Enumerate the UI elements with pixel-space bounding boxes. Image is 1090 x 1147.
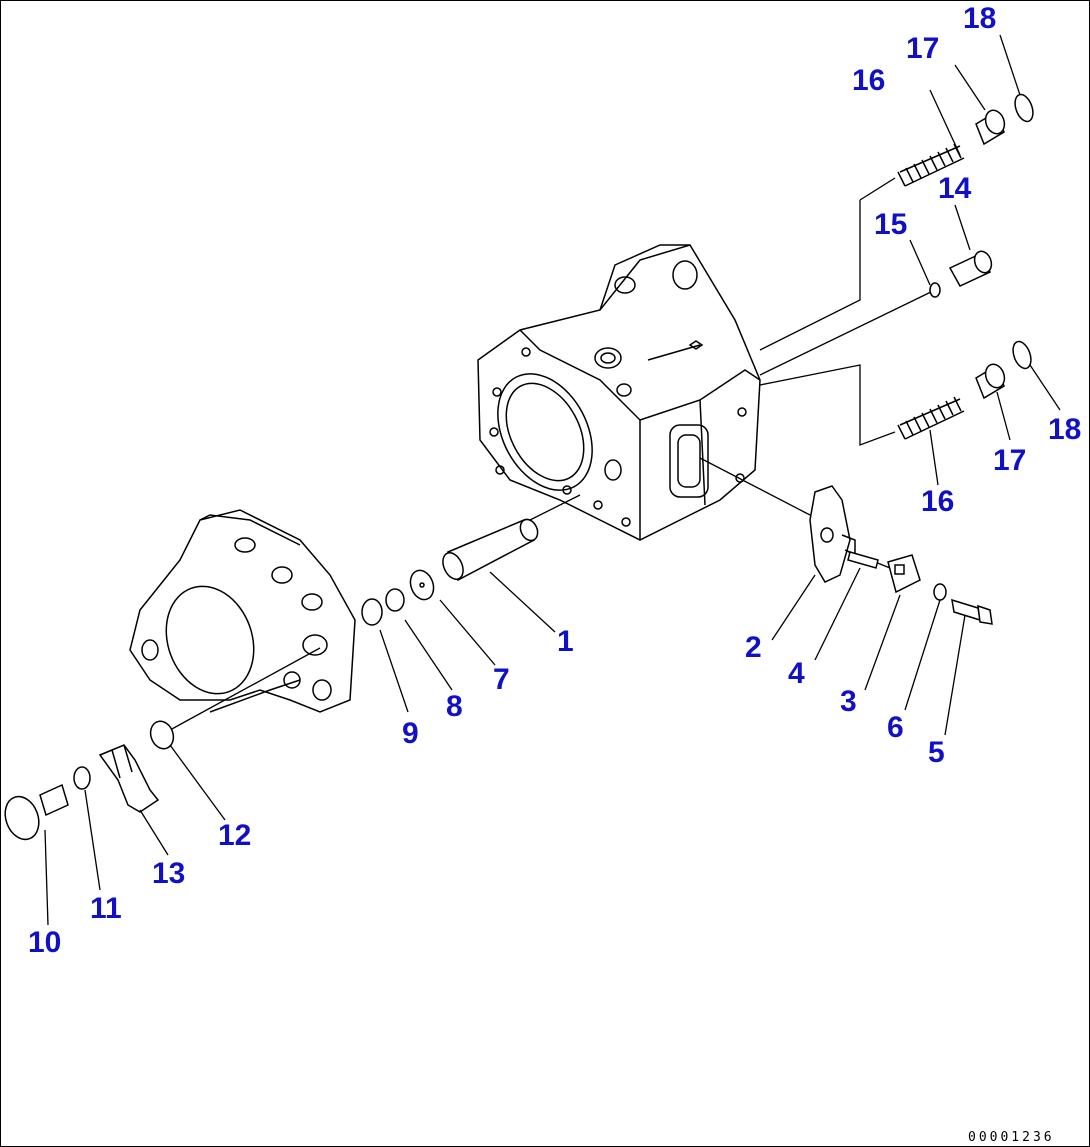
callout-10: 10 <box>28 926 61 959</box>
callout-16-upper: 16 <box>852 64 885 97</box>
callout-4: 4 <box>788 657 805 690</box>
shim-13 <box>98 744 160 813</box>
callout-3: 3 <box>840 685 857 718</box>
plug-10 <box>4 783 69 841</box>
callout-16-lower: 16 <box>921 485 954 518</box>
callout-2: 2 <box>745 631 762 664</box>
washer-6 <box>933 583 947 601</box>
bolt-5 <box>951 598 993 625</box>
assembly-guide-lines <box>169 177 936 731</box>
ball-15 <box>929 282 941 298</box>
spring-16-upper <box>897 143 965 187</box>
callout-15: 15 <box>874 208 907 241</box>
callout-labels: 1 2 3 4 5 6 7 8 9 10 11 12 13 14 15 16 1… <box>28 2 1081 959</box>
callout-7: 7 <box>493 663 510 696</box>
callout-18-lower: 18 <box>1048 413 1081 446</box>
callout-11: 11 <box>90 892 122 925</box>
callout-17-upper: 17 <box>906 32 939 65</box>
callout-1: 1 <box>557 625 574 658</box>
callout-8: 8 <box>446 690 463 723</box>
spring-16-lower <box>897 396 965 440</box>
backup-ring-9 <box>361 598 383 626</box>
callout-18-upper: 18 <box>963 2 996 35</box>
callout-13: 13 <box>152 857 185 890</box>
spool <box>442 518 539 582</box>
seal-12 <box>149 720 175 750</box>
plug-17-lower <box>975 363 1006 400</box>
plug-7 <box>409 569 435 601</box>
lever-2 <box>809 485 856 583</box>
callout-5: 5 <box>928 736 945 769</box>
end-cover <box>129 509 356 713</box>
callout-leaders <box>44 34 1061 926</box>
o-ring-18-lower <box>1012 340 1032 370</box>
o-ring-8 <box>385 588 405 612</box>
callout-6: 6 <box>887 711 904 744</box>
washer-11 <box>73 766 91 790</box>
stopper-3 <box>887 554 921 594</box>
callout-17-lower: 17 <box>993 444 1026 477</box>
pump-case <box>477 244 761 541</box>
pin-4 <box>847 551 879 569</box>
callout-12: 12 <box>218 819 251 852</box>
drawing-number: 00001236 <box>968 1130 1055 1145</box>
callout-9: 9 <box>402 717 419 750</box>
plug-14 <box>948 250 993 287</box>
o-ring-18-upper <box>1014 93 1034 123</box>
plug-17-upper <box>975 109 1006 146</box>
callout-14: 14 <box>938 172 972 205</box>
